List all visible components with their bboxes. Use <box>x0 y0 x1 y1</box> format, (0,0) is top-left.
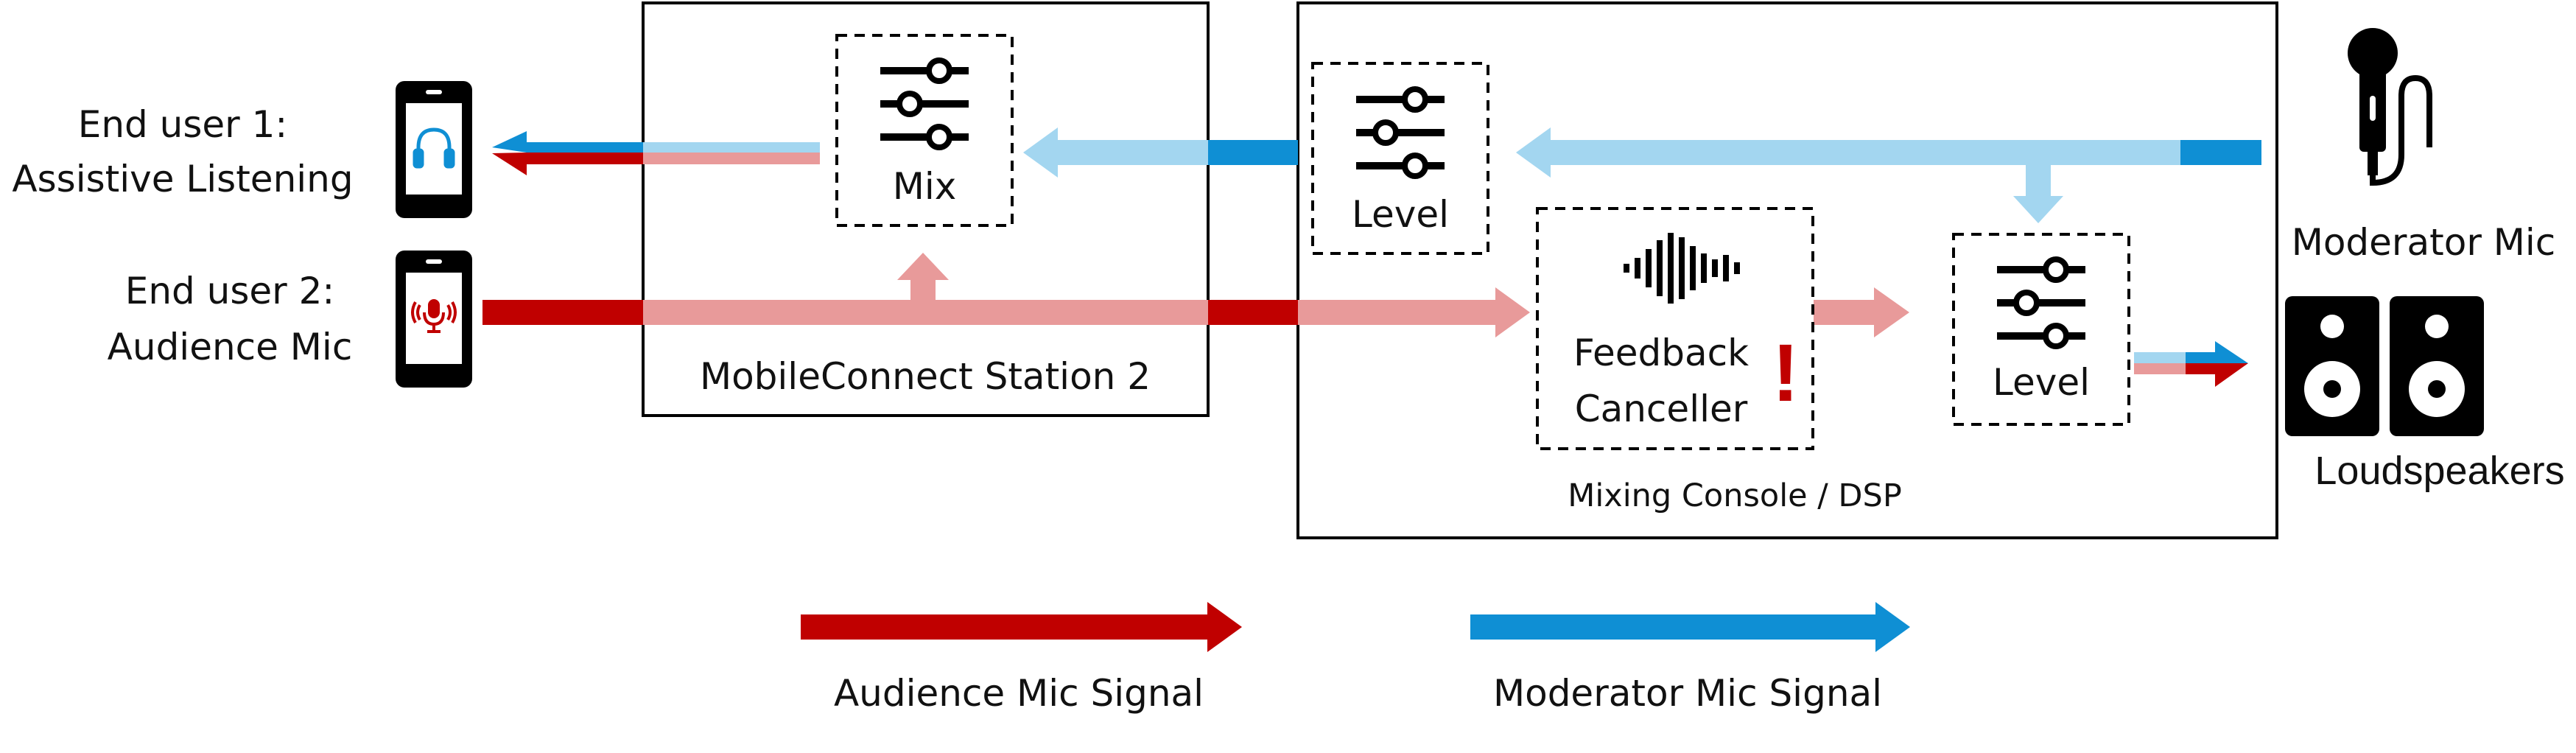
mix-out-dark-blue <box>527 142 643 153</box>
moderator-mic-icon <box>2348 28 2432 186</box>
mobileconnect-station-box <box>642 1 1210 417</box>
moderator-into-mix <box>1058 140 1208 165</box>
feedback-canceller-box <box>1536 207 1814 450</box>
out-arrowhead-red <box>2215 363 2248 387</box>
mix-label: Mix <box>892 165 957 208</box>
moderator-path-to-level <box>1551 140 2180 165</box>
audience-phone-to-station <box>482 300 643 325</box>
legend-moderator-arrowhead <box>1875 602 1910 652</box>
microphone-icon <box>411 299 457 333</box>
headphones-icon <box>413 127 455 169</box>
out-arrowhead-blue <box>2215 341 2248 363</box>
audience-arrowhead-fc <box>1495 287 1530 337</box>
moderator-branch-arrowhead <box>2013 196 2063 223</box>
out-dark-blue <box>2186 352 2215 363</box>
mix-sliders-icon <box>880 60 969 147</box>
station-title: MobileConnect Station 2 <box>699 355 1151 398</box>
audience-console-to-fc <box>1298 300 1495 325</box>
audience-station-to-console <box>1208 300 1298 325</box>
user1-label-line2: Assistive Listening <box>12 158 354 200</box>
audience-inside-station <box>643 300 1208 325</box>
moderator-branch-stem <box>2026 165 2051 199</box>
phone-user1-icon <box>396 81 472 218</box>
moderator-arrowhead-level <box>1516 127 1551 178</box>
user1-label-line1: End user 1: <box>77 103 288 146</box>
phone-user2-icon <box>396 251 472 388</box>
mixing-console-box <box>1296 1 2278 539</box>
legend-audience-arrowhead <box>1207 602 1242 652</box>
waveform-icon <box>1624 233 1740 304</box>
level-left-label: Level <box>1352 193 1449 236</box>
legend-moderator-arrow <box>1470 614 1875 640</box>
loudspeakers-icon <box>2285 296 2484 436</box>
mix-out-light-red <box>643 153 820 164</box>
level-right-sliders-icon <box>1997 259 2085 346</box>
loudspeakers-label: Loudspeakers <box>2314 449 2565 493</box>
legend-audience-label: Audience Mic Signal <box>833 672 1204 715</box>
feedback-label-line1: Feedback <box>1573 332 1749 374</box>
out-light-blue <box>2134 352 2186 363</box>
feedback-label-line2: Canceller <box>1574 388 1748 430</box>
audience-fc-to-level <box>1814 300 1874 325</box>
feedback-warning-exclamation: ! <box>1772 328 1800 418</box>
audience-up-arrowhead <box>897 253 949 280</box>
level-left-box <box>1311 62 1489 255</box>
out-dark-red <box>2186 363 2215 374</box>
audience-arrowhead-level <box>1874 287 1909 337</box>
legend-moderator-label: Moderator Mic Signal <box>1492 672 1883 715</box>
level-left-sliders-icon <box>1356 89 1445 176</box>
mix-out-dark-red <box>527 153 643 164</box>
mix-out-arrowhead-blue <box>492 131 527 153</box>
level-right-label: Level <box>1993 361 2090 404</box>
moderator-mic-label: Moderator Mic <box>2291 221 2556 264</box>
mix-out-light-blue <box>643 142 820 153</box>
mix-out-arrowhead-red <box>492 153 527 175</box>
legend-audience-arrow <box>801 614 1207 640</box>
moderator-console-to-station <box>1208 140 1298 165</box>
moderator-input-arrow <box>2180 140 2261 165</box>
out-light-red <box>2134 363 2186 374</box>
moderator-arrowhead-mix <box>1023 127 1058 178</box>
user2-label-line1: End user 2: <box>124 270 335 312</box>
console-title: Mixing Console / DSP <box>1568 477 1902 514</box>
audience-up-stem <box>910 279 936 300</box>
user2-label-line2: Audience Mic <box>107 326 353 368</box>
